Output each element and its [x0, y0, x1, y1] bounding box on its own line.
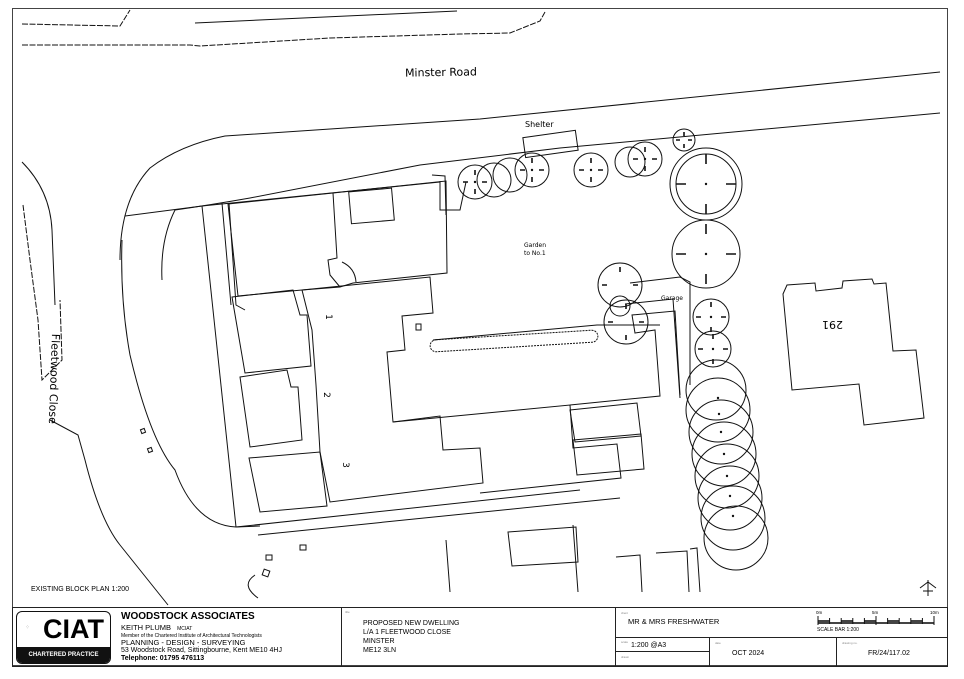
hedge: [429, 329, 599, 353]
scale-value: 1:200 @A3: [631, 642, 667, 649]
drawing-number-value: FR/24/117.02: [868, 650, 910, 657]
scale-bar-label-0: 0m: [816, 610, 823, 615]
project-field-tag: title: [345, 610, 350, 614]
date-cell: date OCT 2024: [709, 637, 837, 667]
label-minster-road: Minster Road: [404, 65, 478, 80]
drawing-number-cell: drawing no. FR/24/117.02: [836, 637, 948, 667]
minster-road-south-edge: [161, 112, 941, 281]
date-value: OCT 2024: [732, 650, 765, 657]
fleetwood-west-dashed: [22, 204, 63, 382]
drawn-cell: drawn: [615, 651, 710, 667]
minster-road-edge: [119, 71, 941, 261]
project-line2: L/A 1 FLEETWOOD CLOSE: [363, 629, 451, 636]
practice-services: PLANNING - DESIGN - SURVEYING: [121, 638, 246, 647]
person-suffix: MCIAT: [177, 626, 193, 632]
fleetwood-east-kerb: [121, 239, 261, 528]
fleetwood-west-kerb: [21, 161, 56, 306]
drawing-number-field-tag: drawing no.: [842, 641, 858, 645]
date-field-tag: date: [715, 641, 721, 645]
label-plot-1: 1: [322, 314, 333, 320]
north-arrow-icon: [919, 580, 937, 596]
scale-bar-caption: SCALE BAR 1:200: [817, 627, 859, 633]
label-garage: Garage: [661, 295, 683, 302]
project-line4: ME12 3LN: [363, 647, 397, 654]
scale-field-tag: scale: [621, 640, 629, 644]
house-291: [782, 278, 925, 426]
road-edge-top: [194, 10, 458, 24]
garage-outline: [629, 276, 691, 385]
person-name: KEITH PLUMB: [121, 623, 172, 632]
drawing-sheet: [12, 8, 948, 666]
terrace-block: [301, 276, 484, 503]
scale-cell: scale 1:200 @A3: [615, 637, 710, 652]
practice-person: KEITH PLUMB MCIAT: [121, 623, 192, 635]
client-cell: client MR & MRS FRESHWATER 0m 5m 10m: [615, 608, 948, 638]
project-line1: PROPOSED NEW DWELLING: [363, 620, 460, 627]
label-garden-line2: to No.1: [524, 250, 546, 257]
practice-membership: Member of the Chartered Institute of Arc…: [121, 633, 262, 639]
drawn-field-tag: drawn: [621, 655, 630, 659]
scale-bar-label-mid: 5m: [872, 610, 879, 615]
ciat-logo: ⁘ CIAT CHARTERED PRACTICE: [16, 611, 111, 664]
scale-bar-graphic: [817, 616, 935, 625]
title-block: ⁘ CIAT CHARTERED PRACTICE WOODSTOCK ASSO…: [12, 607, 948, 667]
label-house-291: 291: [822, 318, 843, 331]
project-line3: MINSTER: [363, 638, 395, 645]
road-kerb-top: [21, 9, 546, 47]
tree-row-frontage: [457, 128, 769, 571]
label-plot-3: 3: [339, 462, 350, 468]
scale-bar-label-end: 10m: [930, 610, 939, 615]
client-field-tag: client: [621, 611, 629, 615]
scale-bar: 0m 5m 10m SCALE BAR 1:200: [816, 610, 941, 634]
plan-title: EXISTING BLOCK PLAN 1:200: [31, 586, 130, 593]
logo-band: CHARTERED PRACTICE: [17, 647, 110, 663]
practice-address: 53 Woodstock Road, Sittingbourne, Kent M…: [121, 647, 282, 654]
ciat-mark-icon: ⁘: [25, 625, 31, 631]
label-garden-line1: Garden: [524, 242, 546, 249]
trees: [457, 128, 769, 571]
label-shelter: Shelter: [525, 120, 554, 129]
client-value: MR & MRS FRESHWATER: [628, 617, 720, 626]
practice-telephone: Telephone: 01795 476113: [121, 655, 205, 662]
label-plot-2: 2: [320, 392, 331, 398]
fleetwood-lower-kerb: [49, 419, 169, 606]
tree-canopy-ticks: [463, 132, 736, 364]
project-cell: title PROPOSED NEW DWELLING L/A 1 FLEETW…: [341, 608, 616, 667]
logo-word: CIAT: [43, 614, 104, 644]
practice-name: WOODSTOCK ASSOCIATES: [121, 611, 255, 622]
practice-cell: ⁘ CIAT CHARTERED PRACTICE WOODSTOCK ASSO…: [12, 608, 342, 667]
shelter: [522, 129, 579, 159]
